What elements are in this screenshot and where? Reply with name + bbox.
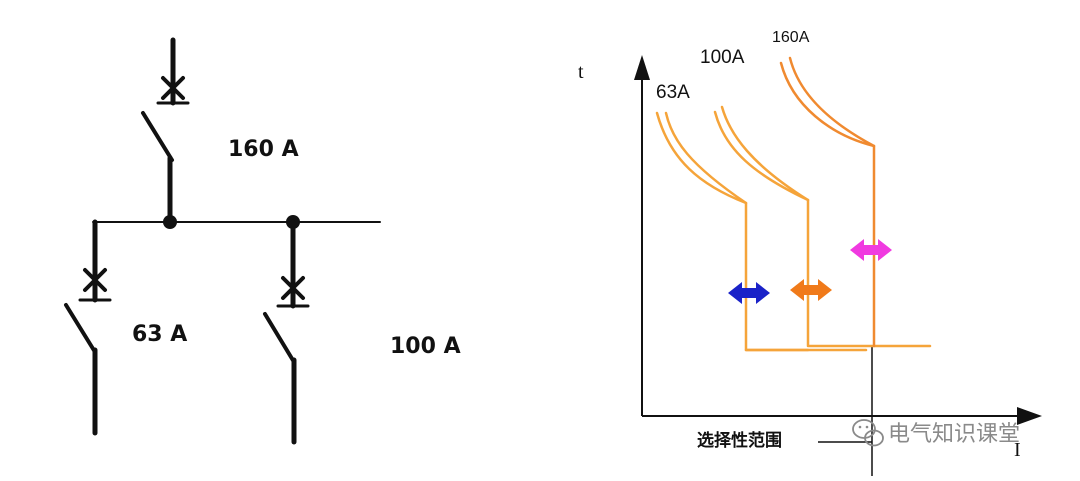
y-axis-arrow-icon <box>634 55 650 80</box>
tc-chart: t I 63A 100A 160A 选择性范围 <box>578 29 1042 476</box>
watermark: 电气知识课堂 <box>852 419 1020 447</box>
x-axis-label: I <box>1014 439 1021 461</box>
curve-100a-upper <box>713 110 810 202</box>
bus-node-main <box>163 215 177 229</box>
y-axis-label: t <box>578 61 584 83</box>
curve-100a-lower <box>720 105 932 348</box>
curve-label-63a: 63A <box>656 82 690 103</box>
curve-160a-lower <box>788 56 876 348</box>
curve-160a-upper <box>779 61 876 148</box>
watermark-text: 电气知识课堂 <box>888 422 1020 447</box>
selectivity-arrow-blue <box>728 282 770 304</box>
curve-label-100a: 100A <box>700 47 745 68</box>
chart-axes <box>634 55 1042 476</box>
wechat-icon <box>852 419 884 447</box>
breaker-main-label: 160 A <box>228 137 299 162</box>
x-axis-arrow-icon <box>1017 407 1042 425</box>
breaker-left-label: 63 A <box>132 322 187 347</box>
selectivity-range-label: 选择性范围 <box>697 430 782 451</box>
curve-label-160a: 160A <box>772 29 810 46</box>
curve-63a-lower <box>664 111 810 352</box>
breaker-right <box>263 219 310 445</box>
breaker-right-label: 100 A <box>390 334 461 359</box>
curve-63a-upper <box>655 111 748 205</box>
selectivity-arrow-orange <box>790 279 832 301</box>
selectivity-arrow-magenta <box>850 239 892 261</box>
breaker-main <box>141 37 190 225</box>
breaker-left <box>64 219 112 436</box>
tc-curves <box>655 56 932 352</box>
single-line-diagram <box>64 37 381 445</box>
